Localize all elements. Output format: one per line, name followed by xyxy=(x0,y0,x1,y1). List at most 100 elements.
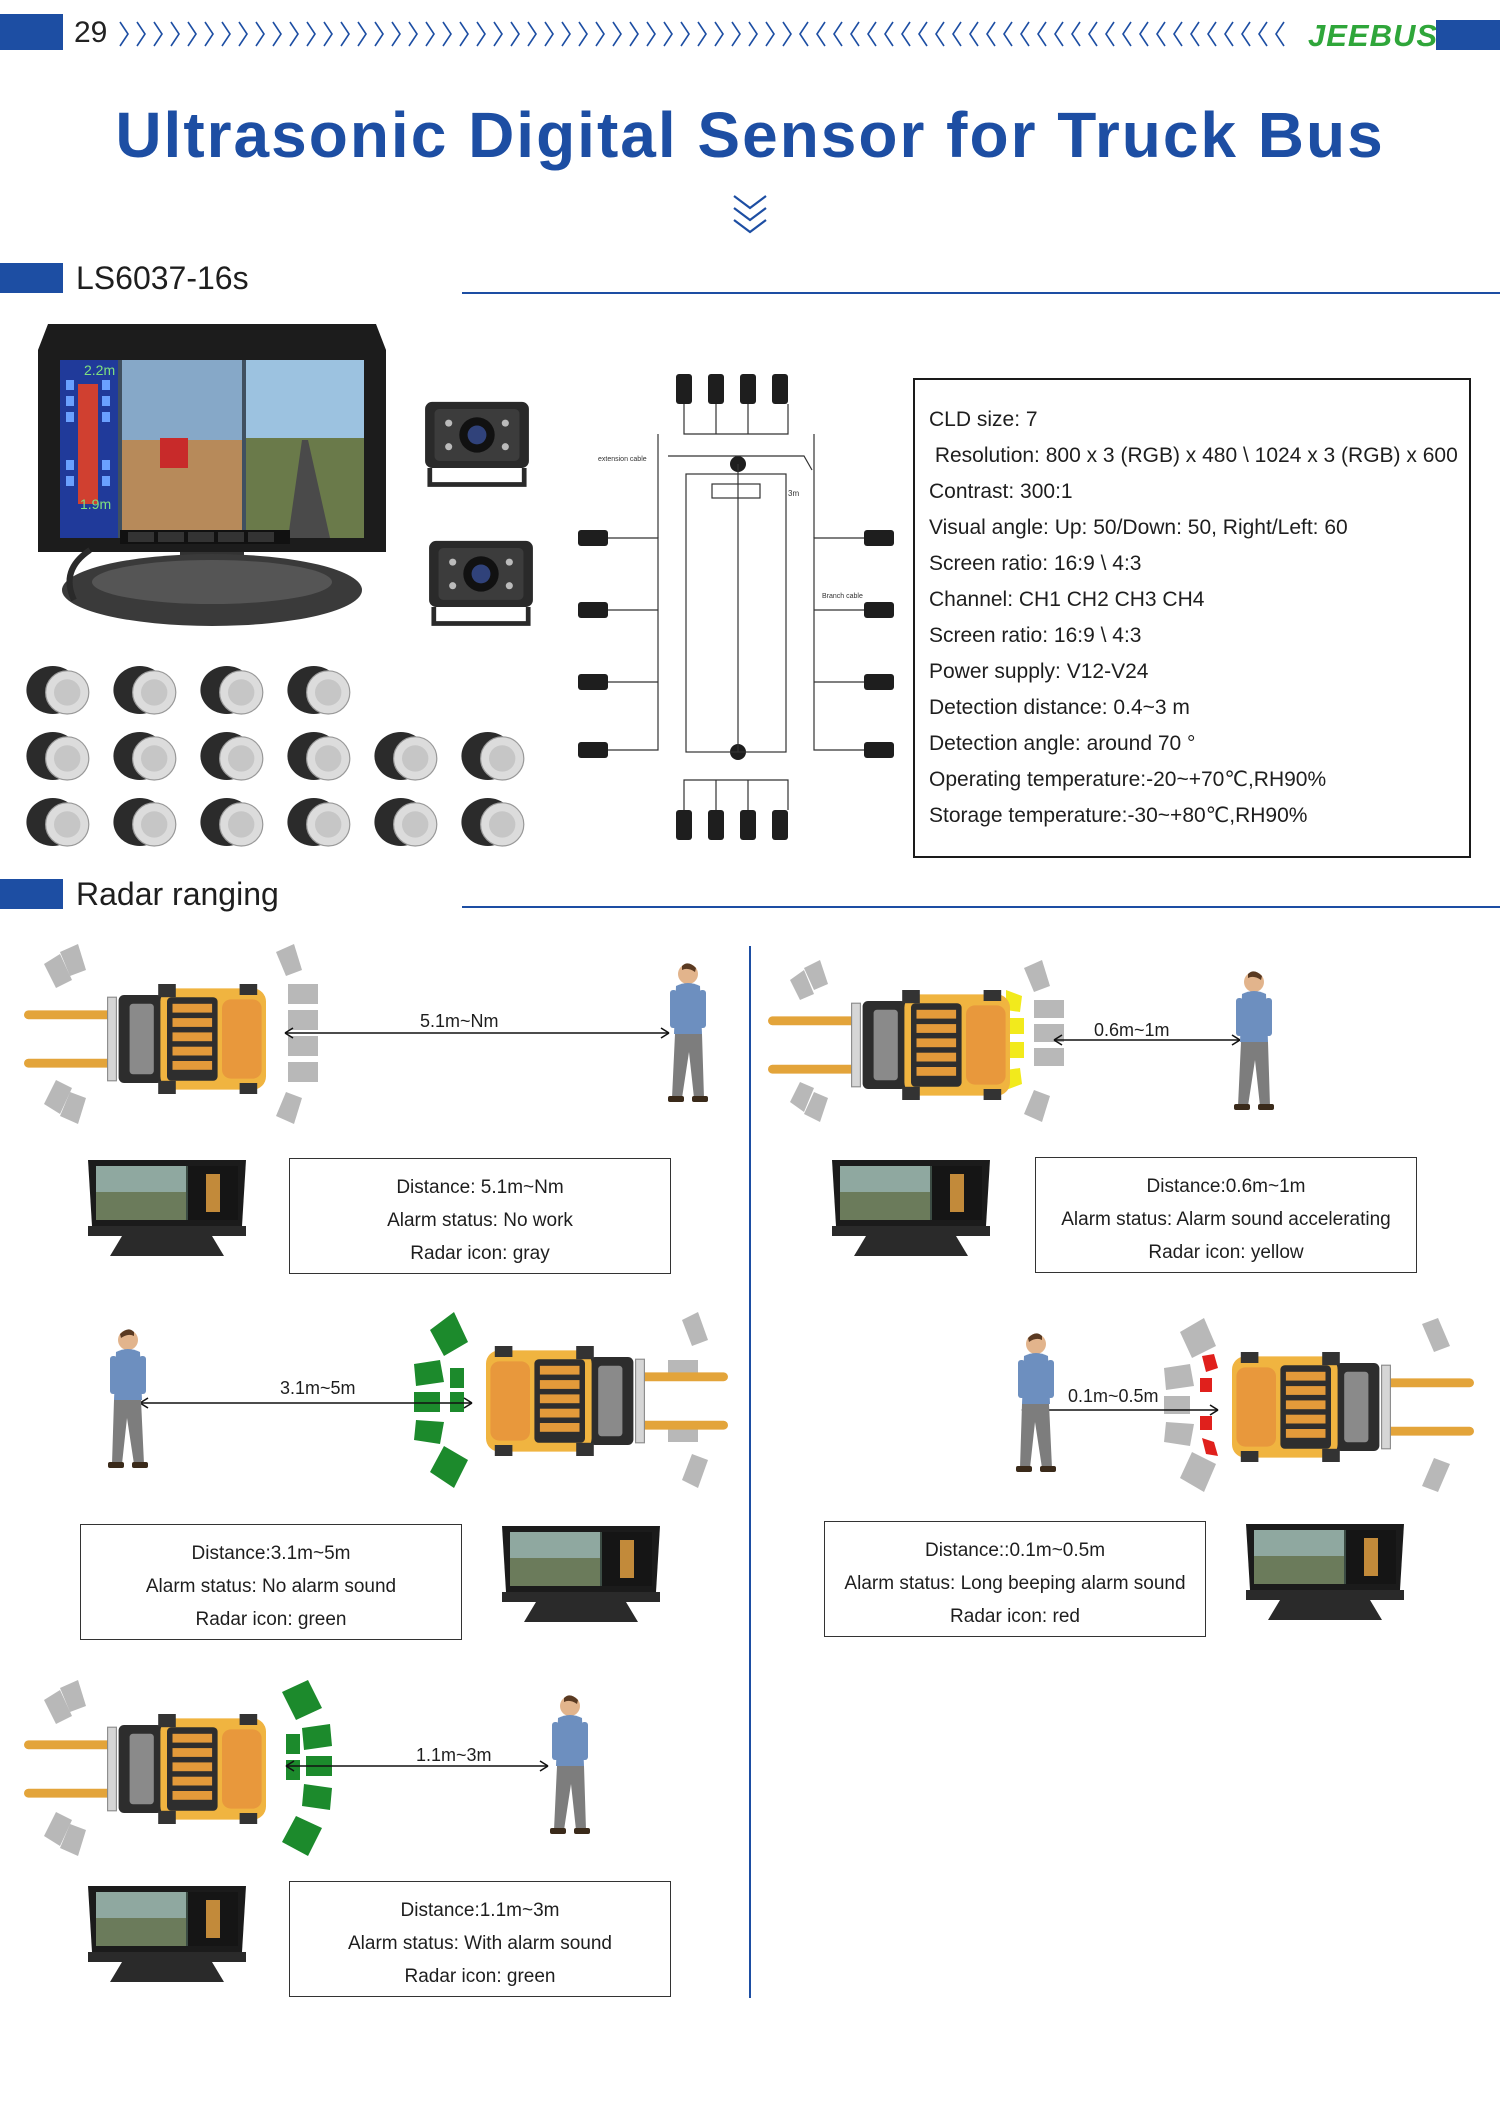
info-line: Radar icon: red xyxy=(950,1606,1080,1627)
info-line: Distance:0.6m~1m xyxy=(1146,1176,1306,1197)
spec-line: Contrast: 300:1 xyxy=(929,480,1073,503)
spec-box: CLD size: 7 Resolution: 800 x 3 (RGB) x … xyxy=(913,378,1471,858)
truck-icon xyxy=(24,984,267,1094)
info-line: Distance::0.1m~0.5m xyxy=(924,1540,1106,1561)
spec-line: Power supply: V12-V24 xyxy=(929,660,1149,683)
diagram-label: Branch cable xyxy=(822,593,863,600)
monitor-icon xyxy=(88,1886,246,1982)
diagram-label: extension cable xyxy=(598,456,647,463)
section-divider xyxy=(462,906,1500,908)
header-left-bar xyxy=(0,14,63,50)
info-line: Distance:3.1m~5m xyxy=(191,1543,351,1564)
info-box: Distance: 5.1m~Nm Alarm status: No work … xyxy=(289,1158,671,1274)
info-line: Radar icon: green xyxy=(404,1966,556,1987)
page-number: 29 xyxy=(74,16,108,49)
truck-icon xyxy=(485,1346,728,1456)
info-box: Distance:0.6m~1m Alarm status: Alarm sou… xyxy=(1035,1157,1417,1273)
brand-logo: JEEBUS® xyxy=(1308,18,1447,53)
distance-label: 3.1m~5m xyxy=(280,1378,356,1398)
spec-line: Channel: CH1 CH2 CH3 CH4 xyxy=(929,588,1205,611)
header-right-bar xyxy=(1436,20,1500,50)
sensor-icon xyxy=(199,731,264,781)
sensor-icon xyxy=(373,797,438,847)
distance-arrow xyxy=(285,1760,549,1772)
column-divider xyxy=(749,946,751,1998)
spec-line: Visual angle: Up: 50/Down: 50, Right/Lef… xyxy=(929,516,1348,539)
monitor-image xyxy=(38,324,386,626)
pedestrian-icon xyxy=(550,1695,590,1834)
sensor-icon xyxy=(460,797,525,847)
spec-line: Storage temperature:-30~+80℃,RH90% xyxy=(929,804,1308,827)
monitor-icon xyxy=(832,1160,990,1256)
info-line: Alarm status: Alarm sound accelerating xyxy=(1061,1209,1391,1230)
distance-arrow xyxy=(1053,1034,1241,1046)
sensor-icon xyxy=(112,731,177,781)
distance-label: 5.1m~Nm xyxy=(420,1011,499,1031)
distance-label: 0.1m~0.5m xyxy=(1068,1386,1159,1406)
header-chevron-band xyxy=(119,21,1285,47)
distance-arrow xyxy=(139,1397,473,1409)
info-box: Distance:3.1m~5m Alarm status: No alarm … xyxy=(80,1524,462,1640)
info-line: Radar icon: yellow xyxy=(1148,1242,1304,1263)
sensor-icon xyxy=(199,665,264,715)
info-line: Radar icon: gray xyxy=(410,1243,550,1264)
spec-line: CLD size: 7 xyxy=(929,408,1038,431)
radar-arc-icon xyxy=(44,944,318,1124)
info-box: Distance::0.1m~0.5m Alarm status: Long b… xyxy=(824,1521,1206,1637)
distance-arrow xyxy=(284,1027,670,1039)
section-bar xyxy=(0,263,63,293)
radar-arc-icon xyxy=(790,960,1064,1122)
pedestrian-icon xyxy=(668,963,708,1102)
info-line: Alarm status: With alarm sound xyxy=(348,1933,612,1954)
radar-scenario-1 xyxy=(20,944,340,1124)
info-line: Alarm status: No alarm sound xyxy=(145,1576,397,1597)
sensor-icon xyxy=(460,731,525,781)
monitor-icon xyxy=(88,1160,246,1256)
pedestrian-icon xyxy=(1234,971,1274,1110)
camera-icon xyxy=(418,392,536,492)
wiring-diagram: extension cable 3m Branch cable xyxy=(578,374,894,840)
monitor-readout-bottom: 1.9m xyxy=(80,496,112,512)
info-box: Distance:1.1m~3m Alarm status: With alar… xyxy=(289,1881,671,1997)
sensor-icon xyxy=(25,797,90,847)
spec-line: Screen ratio: 16:9 \ 4:3 xyxy=(929,552,1142,575)
pedestrian-icon xyxy=(1016,1333,1056,1472)
spec-line: Screen ratio: 16:9 \ 4:3 xyxy=(929,624,1142,647)
camera-icon xyxy=(422,526,540,636)
radar-heading: Radar ranging xyxy=(76,876,279,912)
diagram-label: 3m xyxy=(788,489,799,498)
info-line: Radar icon: green xyxy=(195,1609,347,1630)
sensor-icon xyxy=(25,665,90,715)
info-line: Distance:1.1m~3m xyxy=(400,1900,560,1921)
info-line: Alarm status: Long beeping alarm sound xyxy=(844,1573,1186,1594)
sensor-icon xyxy=(25,731,90,781)
sensor-icon xyxy=(286,665,351,715)
info-line: Alarm status: No work xyxy=(387,1210,573,1231)
sensor-grid xyxy=(24,660,544,860)
truck-icon xyxy=(1231,1352,1474,1462)
monitor-readout-top: 2.2m xyxy=(84,362,116,378)
sensor-icon xyxy=(286,731,351,781)
sensor-icon xyxy=(199,797,264,847)
double-chevron-down-icon xyxy=(733,195,767,234)
radar-arc-icon xyxy=(44,1680,332,1856)
spec-line: Detection distance: 0.4~3 m xyxy=(929,696,1190,719)
sensor-icon xyxy=(112,665,177,715)
sensor-icon xyxy=(373,731,438,781)
sensor-icon xyxy=(286,797,351,847)
monitor-icon xyxy=(502,1526,660,1622)
model-heading: LS6037-16s xyxy=(76,260,249,296)
page-title: Ultrasonic Digital Sensor for Truck Bus xyxy=(115,99,1385,171)
spec-line: Resolution: 800 x 3 (RGB) x 480 \ 1024 x… xyxy=(929,444,1458,467)
section-bar xyxy=(0,879,63,909)
distance-label: 0.6m~1m xyxy=(1094,1020,1170,1040)
sensor-icon xyxy=(112,797,177,847)
info-line: Distance: 5.1m~Nm xyxy=(396,1177,564,1198)
spec-line: Operating temperature:-20~+70℃,RH90% xyxy=(929,768,1327,791)
pedestrian-icon xyxy=(108,1329,148,1468)
truck-icon xyxy=(768,990,1011,1100)
monitor-icon xyxy=(1246,1524,1404,1620)
spec-line: Detection angle: around 70 ° xyxy=(929,732,1196,755)
distance-label: 1.1m~3m xyxy=(416,1745,492,1765)
section-divider xyxy=(462,292,1500,294)
